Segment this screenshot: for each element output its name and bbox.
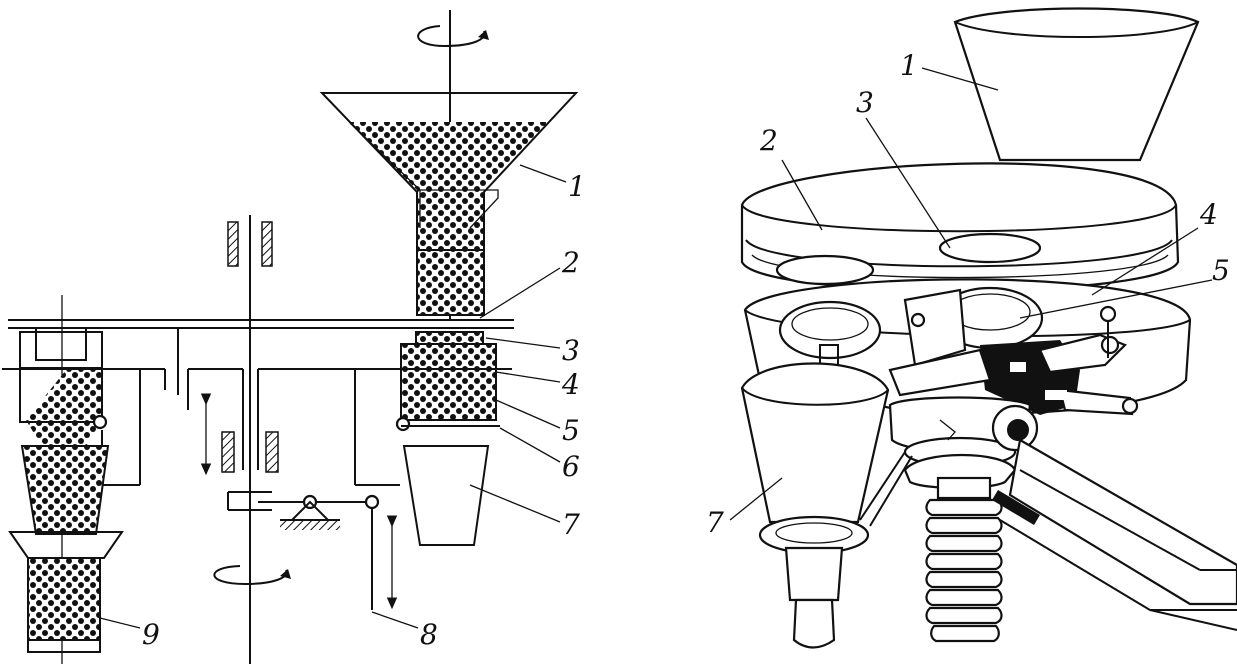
bearing-mid-left [221,431,235,473]
hopper-fill [349,122,551,250]
callout-right-1: 1 [900,49,918,82]
bottom-plates [2,368,512,486]
rotation-arrow-bottom-icon [213,565,291,586]
bearing-mid-right [265,431,279,473]
measuring-disk [8,319,514,329]
callout-left-6: 6 [562,450,580,483]
rotation-arrow-top-icon [417,25,489,48]
right-leaders [729,67,1213,521]
lever-mechanism [258,494,398,610]
callout-left-1: 1 [568,170,586,203]
left-schematic: 1 2 3 4 5 6 7 8 9 [2,10,586,664]
bearing-top-right [261,221,273,267]
left-leaders [99,164,567,629]
feed-hopper [319,92,579,316]
discharge-funnel [402,445,490,546]
left-filling-station [8,295,141,664]
bellows [925,476,1003,643]
callout-right-7: 7 [706,506,724,539]
callout-left-2: 2 [561,246,580,279]
discharge-chute [992,438,1237,631]
callout-right-2: 2 [759,124,778,157]
callout-left-3: 3 [562,334,580,367]
dosing-mechanism [888,288,1139,416]
outlet-funnel [740,362,913,649]
callout-right-4: 4 [1199,198,1218,231]
callout-left-5: 5 [562,414,580,447]
right-perspective: 1 2 3 4 5 7 [706,7,1237,649]
bearing-top-left [227,221,239,267]
callout-right-3: 3 [856,86,874,119]
callout-left-9: 9 [142,618,160,651]
measuring-cup [395,331,497,432]
callout-left-4: 4 [561,368,580,401]
callout-right-5: 5 [1212,254,1230,287]
callout-left-7: 7 [562,508,580,541]
callout-left-8: 8 [420,618,438,651]
